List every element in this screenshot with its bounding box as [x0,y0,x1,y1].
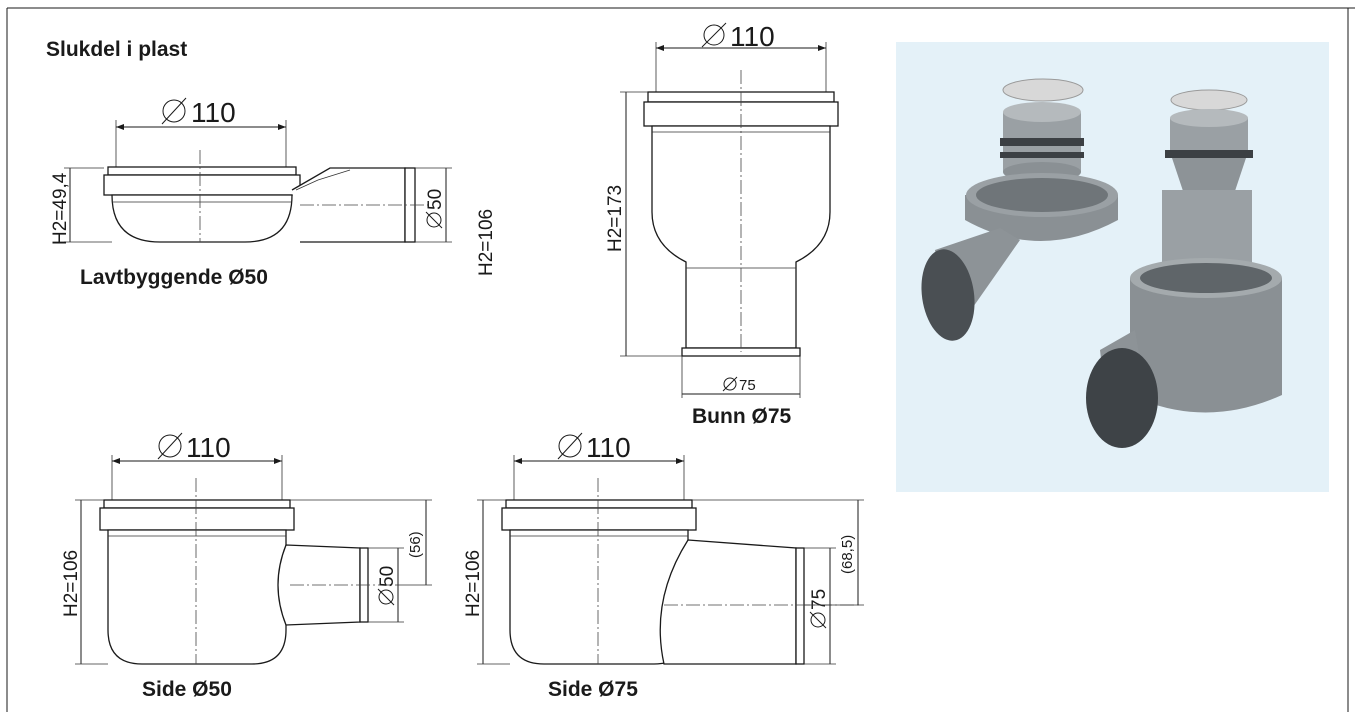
lav-diameter-label: 110 [191,97,236,128]
side75-outlet-label: 75 [809,589,830,610]
sheet-title: Slukdel i plast [46,38,188,61]
side50-height-label: H2=106 [61,550,82,617]
photo-panel [896,42,1329,492]
bunn-outlet-dim: 75 [722,376,756,394]
bunn-diameter-symbol [701,22,727,48]
side50-diameter-symbol [157,432,183,460]
caption-bunn: Bunn Ø75 [692,405,792,428]
caption-side75: Side Ø75 [548,678,638,701]
bunn-height-label: H2=173 [605,185,626,252]
side75-diameter-label: 110 [586,432,631,463]
side50-diameter-label: 110 [186,432,231,463]
view-side75: 110 H2=106 75 (68,5) [463,432,864,665]
bunn-outlet-label: 75 [739,377,756,394]
lav-total-label: H2=106 [476,209,497,276]
side50-outlet-label: 50 [377,566,398,587]
side75-diameter-symbol [557,432,583,460]
bunn-diameter-label: 110 [730,21,775,52]
side75-height-label: H2=106 [463,550,484,617]
view-lavtbyggende: 110 H2=49,4 50 H2=106 [50,97,497,276]
drain-parts-render-icon [921,78,1282,448]
view-bunn: 110 H2=173 75 [605,21,839,398]
side75-offset-label: (68,5) [839,535,856,574]
lav-outlet-dim: 50 [425,189,446,229]
side50-offset-label: (56) [407,531,424,558]
side50-outlet-dim: 50 [377,566,398,606]
lav-outlet-label: 50 [425,189,446,210]
view-side50: 110 H2=106 50 (56) [61,432,432,665]
lav-diameter-symbol [161,97,187,125]
lav-height-label: H2=49,4 [50,172,71,245]
caption-lavtbyggende: Lavtbyggende Ø50 [80,266,268,289]
side75-outlet-dim: 75 [809,589,830,629]
caption-side50: Side Ø50 [142,678,232,701]
